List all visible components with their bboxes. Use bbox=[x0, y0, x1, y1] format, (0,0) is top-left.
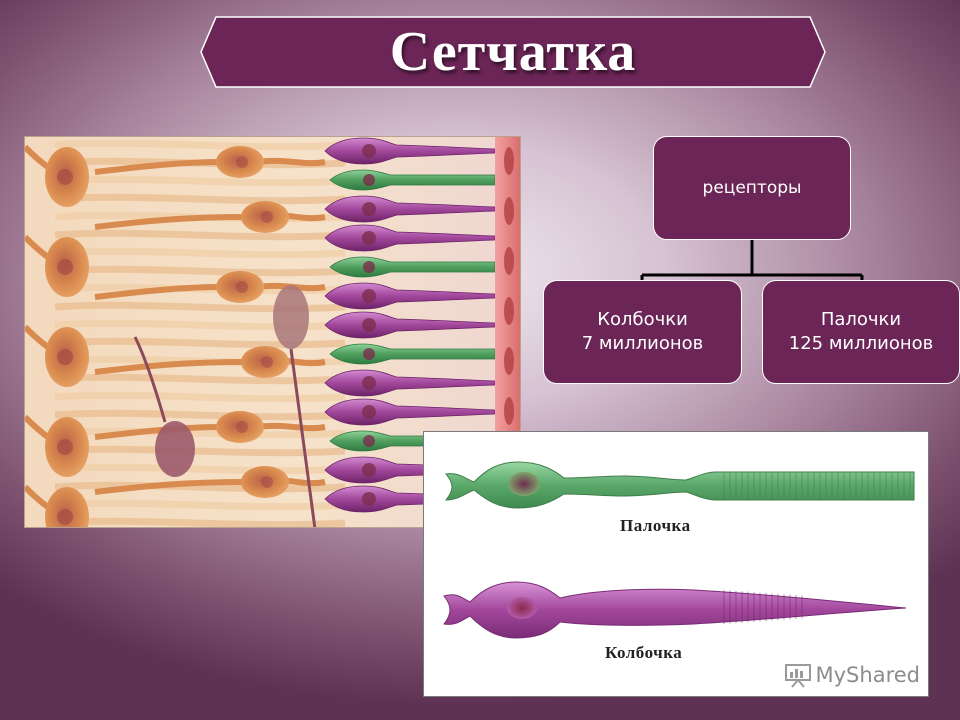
retina-illustration bbox=[24, 136, 521, 528]
horizontal-cell bbox=[273, 285, 309, 349]
nerve-fiber bbox=[54, 499, 346, 511]
rod-cell bbox=[444, 461, 915, 509]
nerve-fiber bbox=[54, 247, 346, 259]
bipolar-axon bbox=[280, 477, 326, 487]
presentation-board-icon bbox=[784, 664, 811, 688]
bipolar-dendrite bbox=[94, 479, 248, 495]
cone-nucleus bbox=[362, 376, 376, 390]
cones-count: 7 миллионов bbox=[581, 333, 704, 354]
bipolar-dendrite bbox=[94, 159, 223, 175]
title-banner-shape bbox=[200, 16, 826, 88]
cone-label: Колбочка bbox=[605, 643, 683, 662]
rod-nucleus bbox=[363, 435, 375, 447]
cones-node: Колбочки 7 миллионов bbox=[543, 280, 742, 384]
horizontal-process bbox=[289, 348, 317, 527]
receptors-label: рецепторы bbox=[702, 178, 802, 198]
rods-node: Палочки 125 миллионов bbox=[762, 280, 960, 384]
ganglion-nucleus bbox=[57, 169, 73, 185]
page-title: Сетчатка bbox=[389, 21, 637, 83]
receptors-node: рецепторы bbox=[653, 136, 851, 240]
pigment-cell bbox=[504, 347, 514, 375]
rods-count: 125 миллионов bbox=[788, 333, 934, 354]
cone-nucleus bbox=[362, 144, 376, 158]
rod-cone-figure: Палочка Колбочка MyShared bbox=[423, 431, 929, 697]
nerve-fiber bbox=[54, 391, 346, 403]
cone-nucleus bbox=[362, 202, 376, 216]
nerve-fiber bbox=[54, 409, 346, 421]
retina-drawing bbox=[25, 137, 520, 527]
rods-name: Палочки bbox=[820, 309, 902, 330]
amacrine-cell bbox=[155, 421, 195, 477]
nerve-fiber bbox=[54, 139, 346, 151]
rod-nucleus bbox=[363, 261, 375, 273]
nerve-fiber bbox=[54, 373, 346, 385]
rod-cone-drawing bbox=[443, 461, 915, 639]
cone-nucleus bbox=[362, 231, 376, 245]
pigment-cell bbox=[504, 397, 514, 425]
bipolar-nucleus bbox=[261, 476, 273, 488]
bipolar-nucleus bbox=[261, 211, 273, 223]
ganglion-nucleus bbox=[57, 259, 73, 275]
bipolar-dendrite bbox=[94, 214, 248, 230]
bipolar-axon bbox=[257, 422, 326, 432]
bipolar-nucleus bbox=[261, 356, 273, 368]
pigment-cell bbox=[504, 247, 514, 275]
bipolar-nucleus bbox=[236, 281, 248, 293]
pigment-cell bbox=[504, 147, 514, 175]
rod-label: Палочка bbox=[620, 516, 691, 535]
watermark-text: MyShared bbox=[815, 663, 920, 687]
title-banner: Сетчатка bbox=[200, 16, 826, 88]
nerve-fiber bbox=[54, 229, 346, 241]
watermark: MyShared bbox=[784, 662, 920, 688]
cone-cell bbox=[443, 581, 907, 639]
bipolar-nucleus bbox=[236, 156, 248, 168]
bipolar-axon bbox=[257, 157, 326, 167]
nerve-fiber bbox=[54, 481, 346, 493]
ganglion-nucleus bbox=[57, 439, 73, 455]
nerve-fiber bbox=[54, 265, 346, 277]
nerve-fiber bbox=[54, 193, 346, 205]
nerve-fiber bbox=[54, 427, 346, 439]
nerve-fiber bbox=[54, 445, 346, 457]
cone-nucleus bbox=[362, 289, 376, 303]
ganglion-cell bbox=[45, 487, 89, 527]
bipolar-dendrite bbox=[94, 359, 248, 375]
nerve-fiber bbox=[54, 463, 346, 475]
nerve-fiber bbox=[54, 175, 346, 187]
bipolar-axon bbox=[280, 357, 326, 367]
bipolar-nucleus bbox=[236, 421, 248, 433]
cone-nucleus bbox=[362, 492, 376, 506]
cone-nucleus bbox=[362, 463, 376, 477]
bipolar-axon bbox=[280, 212, 326, 222]
nerve-fiber bbox=[54, 337, 346, 349]
rod-nucleus bbox=[363, 348, 375, 360]
pigment-cell bbox=[504, 297, 514, 325]
bipolar-dendrite bbox=[94, 284, 223, 300]
ganglion-nucleus bbox=[57, 349, 73, 365]
pigment-cell bbox=[504, 197, 514, 225]
cones-name: Колбочки bbox=[597, 309, 688, 330]
nerve-fiber bbox=[54, 517, 346, 527]
cone-nucleus bbox=[362, 405, 376, 419]
rod-nucleus bbox=[363, 174, 375, 186]
cone-nucleus bbox=[362, 318, 376, 332]
ganglion-nucleus bbox=[57, 509, 73, 525]
amacrine-process bbox=[133, 336, 167, 423]
